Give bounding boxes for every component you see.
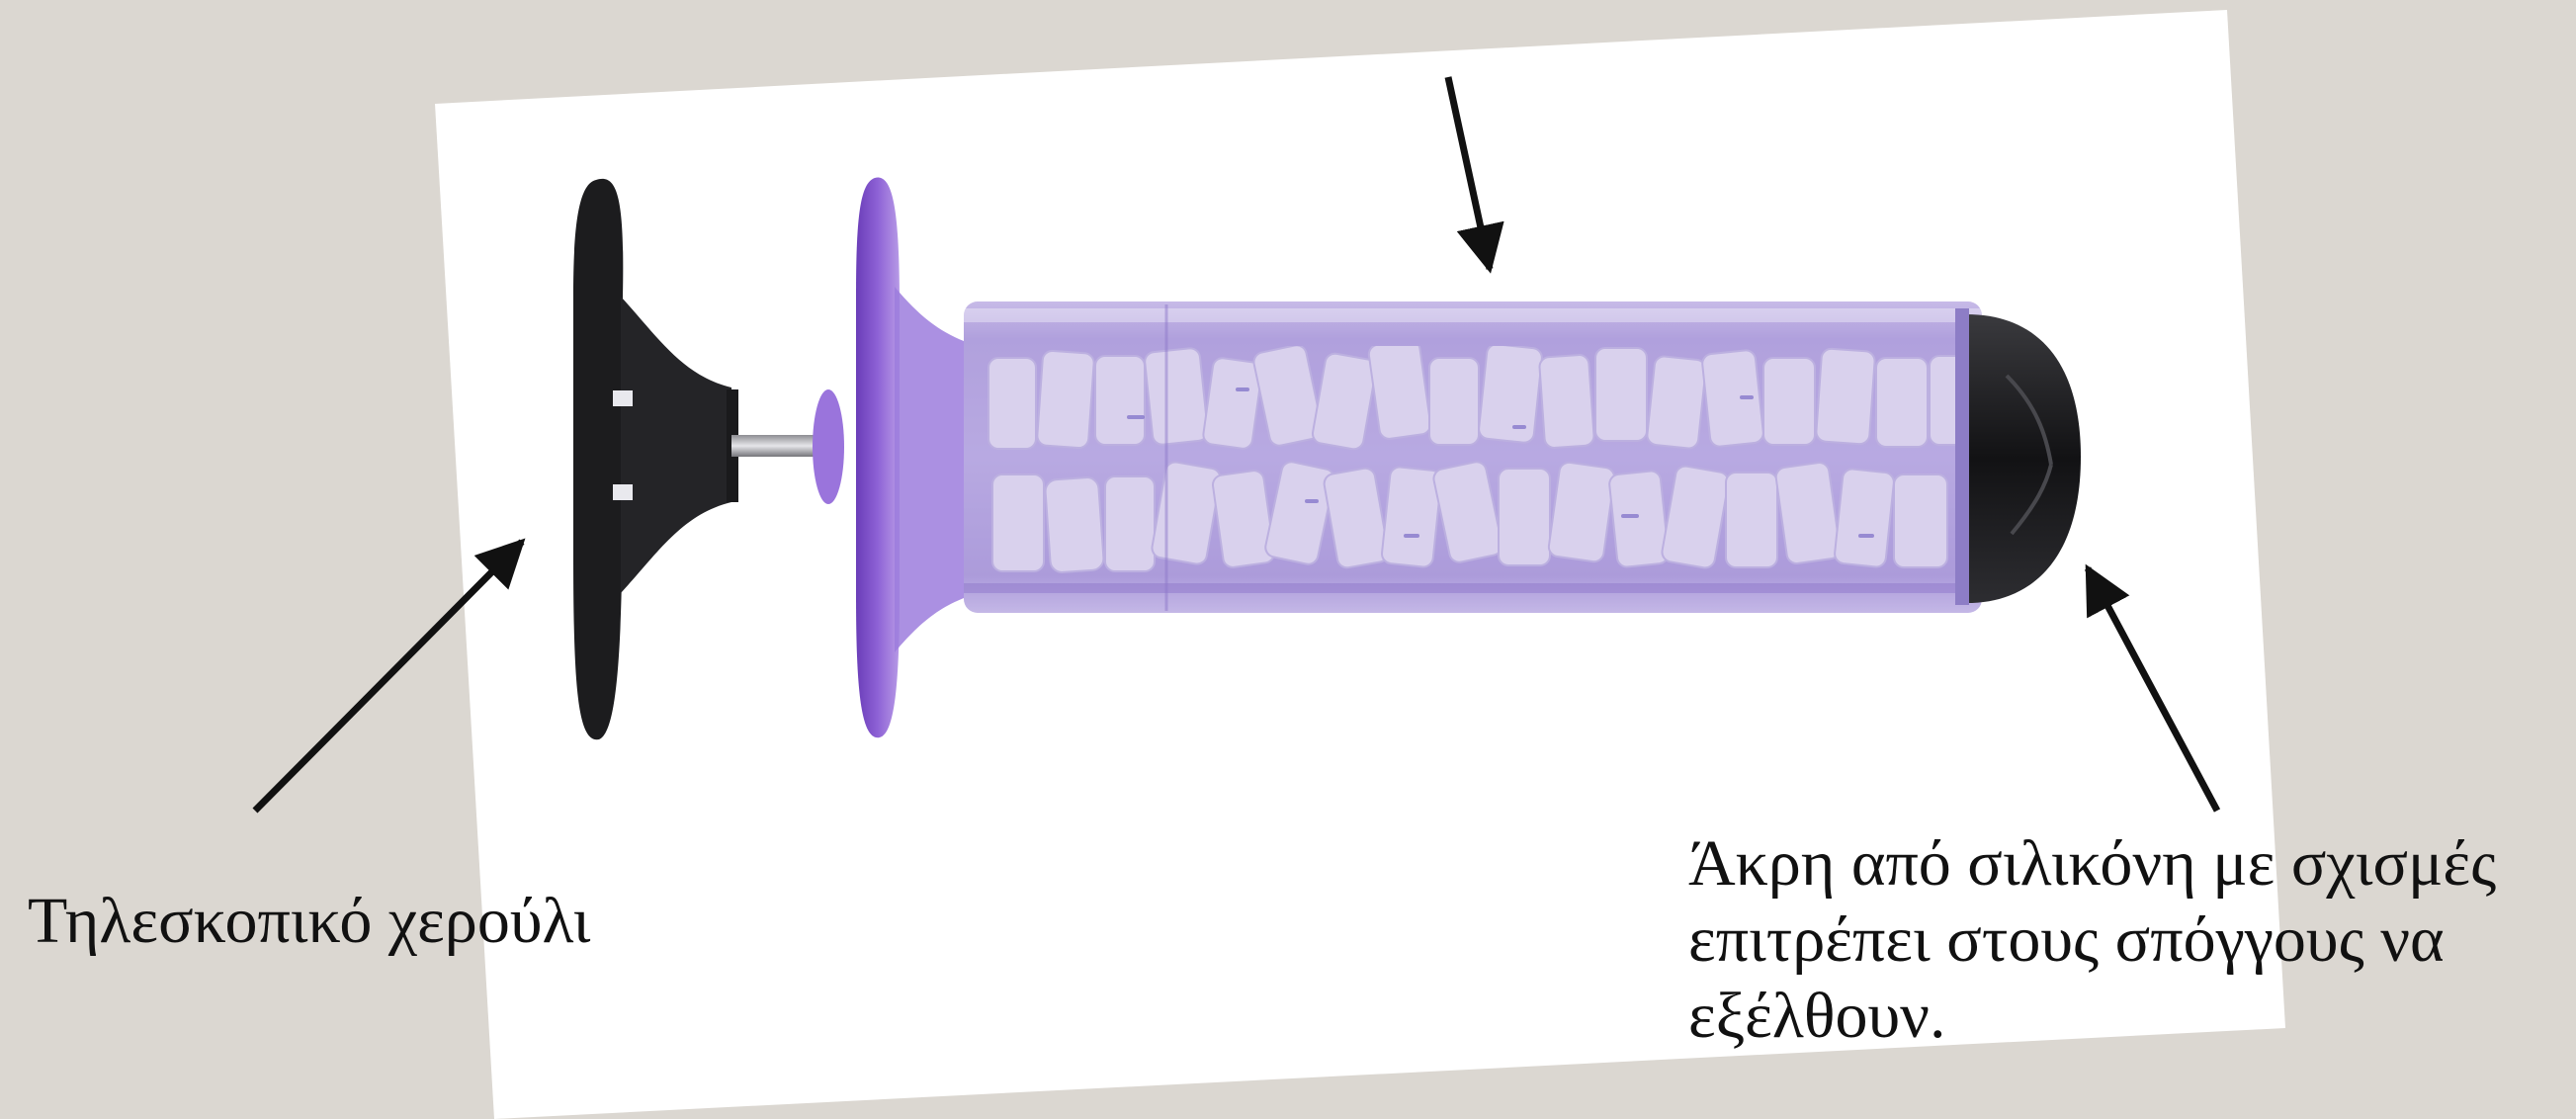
tip-label-line: εξέλθουν. [1688, 978, 2496, 1054]
tip-label-line: Άκρη από σιλικόνη με σχισμές [1688, 825, 2496, 902]
barrel-tint [964, 301, 1982, 613]
tip-label: Άκρη από σιλικόνη με σχισμές επιτρέπει σ… [1688, 825, 2496, 1055]
tip-label-line: επιτρέπει στους σπόγγους να [1688, 902, 2496, 978]
handle-slot [613, 390, 633, 406]
handle-flange [573, 179, 623, 739]
handle-label: Τηλεσκοπικό χερούλι [28, 883, 590, 959]
tip-ring [1955, 308, 1969, 605]
flange-cone [895, 287, 964, 652]
barrel-flange [856, 178, 900, 738]
barrel-shadow [964, 583, 1982, 593]
barrel-highlight [964, 308, 1982, 322]
telescopic-rod [731, 435, 822, 457]
plunger-cap [813, 389, 844, 504]
handle-slot [613, 484, 633, 500]
